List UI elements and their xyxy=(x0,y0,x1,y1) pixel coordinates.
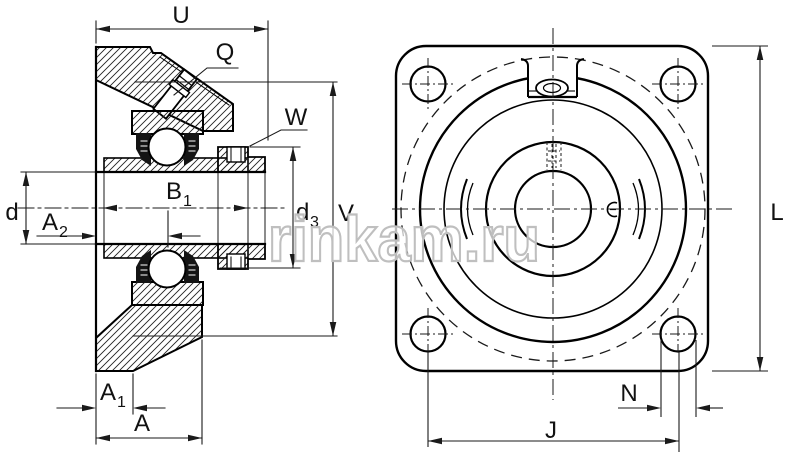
dimension-arrows xyxy=(22,25,337,442)
dim-label-a2-sub: 2 xyxy=(59,224,68,241)
dim-label-u: U xyxy=(172,2,189,29)
set-screw-hidden-lines xyxy=(546,142,562,170)
dim-label-d: d xyxy=(5,199,18,226)
cross-section-view: U Q W B 1 d A 2 d 3 V A 1 A xyxy=(5,2,354,445)
dimension-a xyxy=(95,339,203,445)
dimension-j xyxy=(427,352,680,452)
dimension-n xyxy=(618,340,723,417)
dim-label-a1-sub: 1 xyxy=(117,394,126,411)
dim-label-j: J xyxy=(545,417,557,444)
dim-label-a1: A xyxy=(100,379,116,406)
front-view: L N J xyxy=(392,28,784,452)
bearing-ball-top xyxy=(147,127,187,167)
set-screw xyxy=(226,253,246,270)
dim-label-v: V xyxy=(338,200,354,227)
dim-label-b1: B xyxy=(166,178,182,205)
bolt-holes xyxy=(402,58,704,353)
grease-nipple-boss xyxy=(520,58,585,99)
seals xyxy=(136,133,199,283)
dim-label-d3-sub: 3 xyxy=(310,214,319,231)
grease-nipple xyxy=(535,78,569,98)
dimension-l xyxy=(712,45,768,372)
dim-label-l: L xyxy=(770,199,783,226)
set-screw xyxy=(226,146,246,163)
dimension-u xyxy=(95,20,269,141)
q-leader-line xyxy=(173,67,239,96)
locking-collar xyxy=(217,146,266,270)
dim-label-a2: A xyxy=(42,209,58,236)
dim-label-a: A xyxy=(134,410,150,437)
dim-label-b1-sub: 1 xyxy=(183,193,192,210)
dimension-d3 xyxy=(219,146,301,269)
dimension-v xyxy=(132,81,338,337)
dim-label-q: Q xyxy=(216,39,235,66)
dim-label-n: N xyxy=(620,380,637,407)
dim-label-w: W xyxy=(285,104,308,131)
w-leader-line xyxy=(249,129,308,147)
bearing-ball-bottom xyxy=(147,249,187,289)
dimension-a1 xyxy=(56,373,166,445)
dim-label-d3: d xyxy=(296,199,309,226)
watermark: rinkam.ru xyxy=(268,203,540,275)
dimension-arrows xyxy=(428,46,764,445)
dimension-a2 xyxy=(36,210,201,248)
